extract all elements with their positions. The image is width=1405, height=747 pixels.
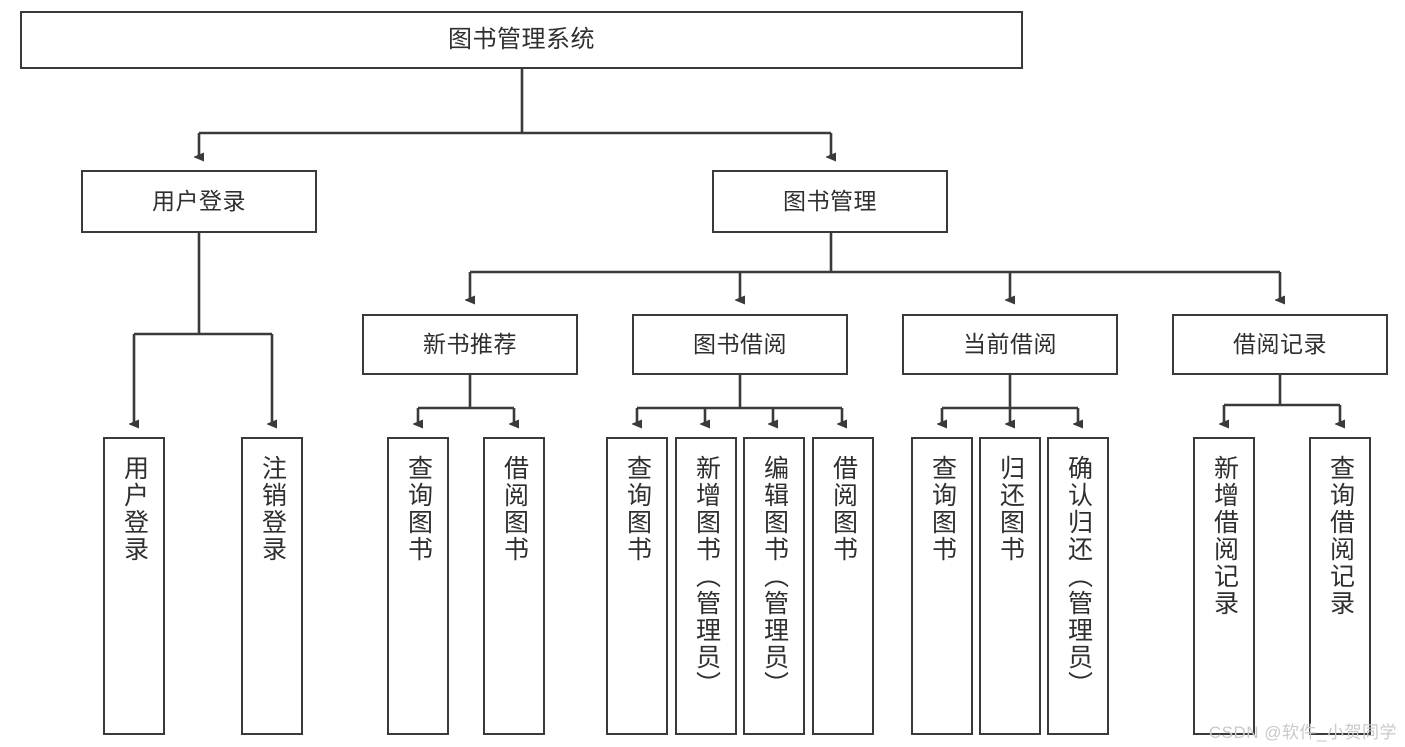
- node-label: 借阅图书: [500, 455, 529, 563]
- leaf-user-logout[interactable]: 注销登录: [241, 437, 303, 735]
- leaf-current-confirm-return-admin[interactable]: 确认归还（管理员）: [1047, 437, 1109, 735]
- leaf-borrow-borrow-book[interactable]: 借阅图书: [812, 437, 874, 735]
- node-label: 查询图书: [404, 455, 433, 563]
- node-label: 借阅图书: [829, 455, 858, 563]
- node-label: 图书借阅: [693, 330, 787, 357]
- node-label: 新增图书（管理员）: [692, 455, 721, 698]
- node-label: 归还图书: [996, 455, 1025, 563]
- node-label: 新增借阅记录: [1210, 455, 1239, 617]
- node-new-book-recommend[interactable]: 新书推荐: [362, 314, 578, 375]
- leaf-borrow-query-book[interactable]: 查询图书: [606, 437, 668, 735]
- node-current-borrow[interactable]: 当前借阅: [902, 314, 1118, 375]
- leaf-record-query-borrow-record[interactable]: 查询借阅记录: [1309, 437, 1371, 735]
- leaf-record-add-borrow-record[interactable]: 新增借阅记录: [1193, 437, 1255, 735]
- leaf-user-login[interactable]: 用户登录: [103, 437, 165, 735]
- node-label: 注销登录: [258, 455, 287, 563]
- leaf-borrow-edit-book-admin[interactable]: 编辑图书（管理员）: [743, 437, 805, 735]
- node-label: 借阅记录: [1233, 330, 1327, 357]
- node-label: 确认归还（管理员）: [1064, 455, 1093, 698]
- leaf-current-query-book[interactable]: 查询图书: [911, 437, 973, 735]
- node-label: 当前借阅: [963, 330, 1057, 357]
- node-borrow-record[interactable]: 借阅记录: [1172, 314, 1388, 375]
- node-label: 用户登录: [120, 455, 149, 563]
- node-label: 图书管理系统: [448, 25, 595, 53]
- csdn-watermark: CSDN @软件_小贺同学: [1208, 723, 1397, 742]
- node-book-borrow[interactable]: 图书借阅: [632, 314, 848, 375]
- leaf-recommend-borrow-book[interactable]: 借阅图书: [483, 437, 545, 735]
- node-label: 查询图书: [928, 455, 957, 563]
- node-label: 用户登录: [152, 187, 246, 214]
- leaf-borrow-add-book-admin[interactable]: 新增图书（管理员）: [675, 437, 737, 735]
- leaf-recommend-query-book[interactable]: 查询图书: [387, 437, 449, 735]
- leaf-current-return-book[interactable]: 归还图书: [979, 437, 1041, 735]
- node-user-login[interactable]: 用户登录: [81, 170, 317, 233]
- node-label: 图书管理: [783, 187, 877, 214]
- node-root-book-management-system[interactable]: 图书管理系统: [20, 11, 1023, 69]
- node-book-management[interactable]: 图书管理: [712, 170, 948, 233]
- node-label: 查询图书: [623, 455, 652, 563]
- node-label: 查询借阅记录: [1326, 455, 1355, 617]
- node-label: 编辑图书（管理员）: [760, 455, 789, 698]
- node-label: 新书推荐: [423, 330, 517, 357]
